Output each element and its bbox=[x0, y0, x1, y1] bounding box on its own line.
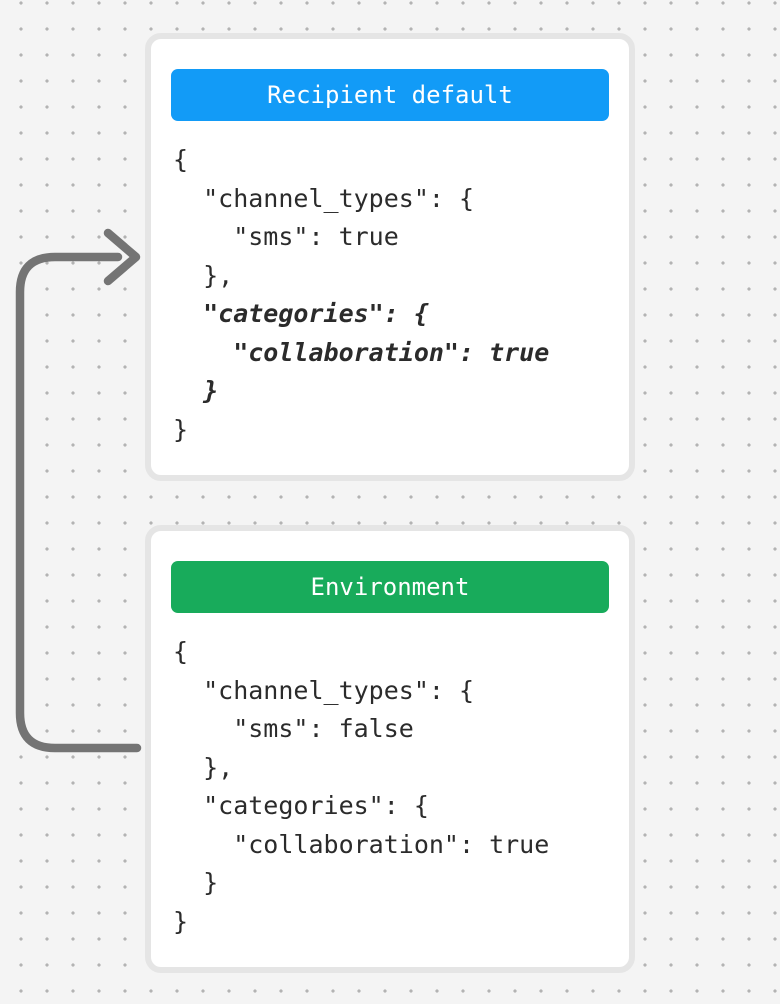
code-line: "sms": true bbox=[173, 222, 399, 251]
card-recipient-default: Recipient default { "channel_types": { "… bbox=[145, 33, 635, 481]
code-line: } bbox=[173, 414, 189, 444]
code-line: "categories": { bbox=[173, 299, 429, 328]
code-block-recipient-default: { "channel_types": { "sms": true }, "cat… bbox=[171, 141, 609, 449]
code-line: } bbox=[173, 868, 219, 897]
code-line: "channel_types": { bbox=[173, 183, 475, 213]
code-line: { bbox=[173, 145, 189, 174]
code-line: "categories": { bbox=[173, 791, 429, 820]
code-line: "channel_types": { bbox=[173, 675, 475, 705]
code-line: "collaboration": true bbox=[173, 337, 550, 367]
card-title-environment: Environment bbox=[171, 561, 609, 613]
card-title-recipient-default: Recipient default bbox=[171, 69, 609, 121]
code-line: } bbox=[173, 376, 219, 405]
code-block-environment: { "channel_types": { "sms": false }, "ca… bbox=[171, 633, 609, 941]
code-line: }, bbox=[173, 260, 234, 290]
code-line: "sms": false bbox=[173, 714, 414, 743]
arrow-line bbox=[15, 252, 142, 753]
code-line: "collaboration": true bbox=[173, 829, 550, 859]
card-environment: Environment { "channel_types": { "sms": … bbox=[145, 525, 635, 973]
arrow-head-icon bbox=[103, 228, 141, 286]
code-line: }, bbox=[173, 752, 234, 782]
code-line: } bbox=[173, 906, 189, 936]
code-line: { bbox=[173, 637, 189, 666]
